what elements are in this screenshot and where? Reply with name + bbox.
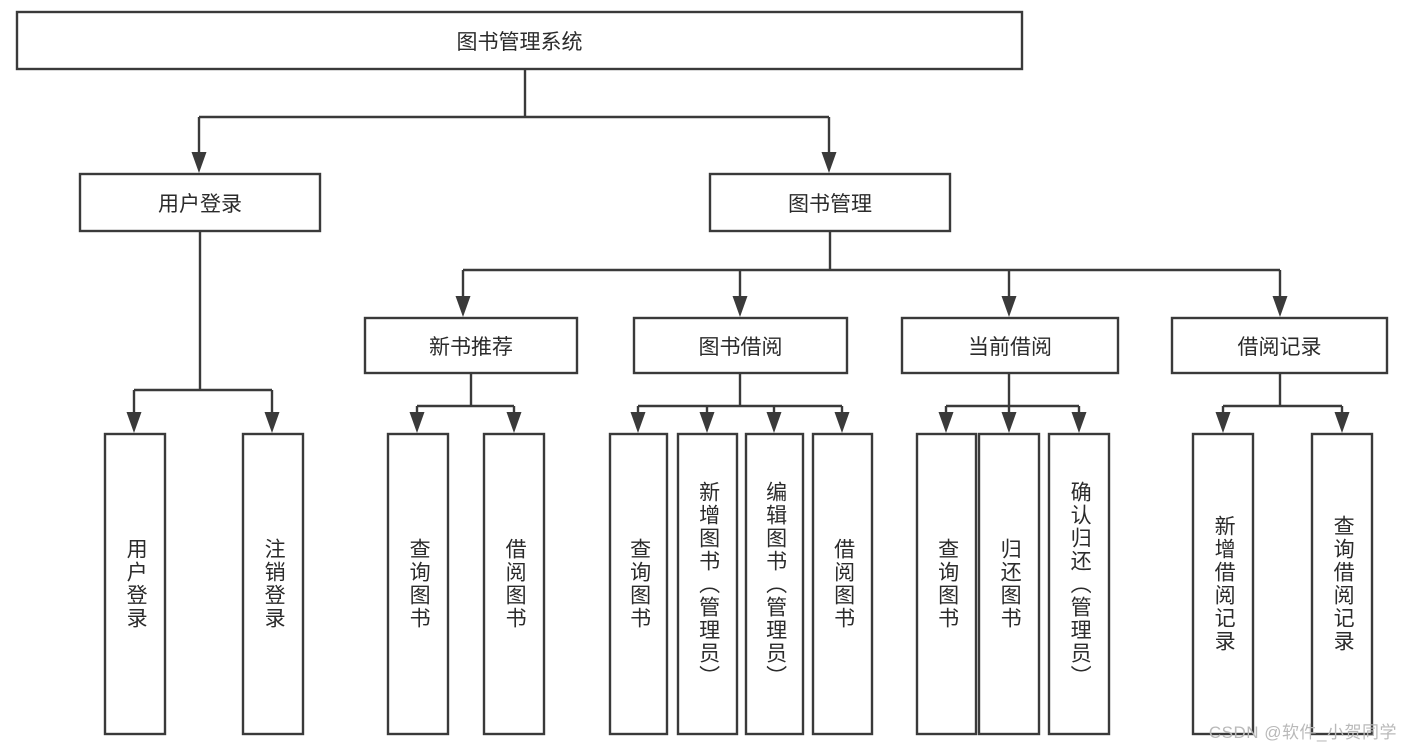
node-leaf-borrow-book[interactable] — [811, 432, 874, 736]
arrow-icon-book_borrow_to_leaves-1 — [699, 412, 715, 433]
node-user-login[interactable] — [78, 172, 322, 233]
node-leaf-logout-login[interactable] — [241, 432, 305, 736]
arrow-icon-borrow_record_to_leaves-1 — [1334, 412, 1350, 433]
arrow-icon-book_management_to_level3-0 — [455, 296, 471, 317]
node-borrow-record[interactable] — [1170, 316, 1389, 375]
node-leaf-edit-book[interactable] — [744, 432, 805, 736]
connectors-layer — [126, 69, 1350, 433]
arrow-icon-user_login_to_leaves-0 — [126, 412, 142, 433]
node-leaf-add-book[interactable] — [676, 432, 739, 736]
node-root[interactable] — [15, 10, 1024, 71]
arrow-icon-new_book_recommend_to_leaves-1 — [506, 412, 522, 433]
node-book-borrow[interactable] — [632, 316, 849, 375]
arrow-icon-user_login_to_leaves-1 — [264, 412, 280, 433]
arrow-icon-book_management_to_level3-1 — [732, 296, 748, 317]
node-leaf-query-book-rec[interactable] — [386, 432, 450, 736]
arrow-icon-root_to_level2-1 — [821, 152, 837, 173]
arrow-icon-current_borrow_to_leaves-1 — [1001, 412, 1017, 433]
arrow-icon-book_management_to_level3-3 — [1272, 296, 1288, 317]
arrow-icon-current_borrow_to_leaves-0 — [938, 412, 954, 433]
node-current-borrow[interactable] — [900, 316, 1120, 375]
node-leaf-add-borrow-record[interactable] — [1191, 432, 1255, 736]
node-new-book-recommend[interactable] — [363, 316, 579, 375]
node-leaf-query-book-borrow[interactable] — [608, 432, 669, 736]
arrow-icon-book_management_to_level3-2 — [1001, 296, 1017, 317]
arrow-icon-book_borrow_to_leaves-0 — [630, 412, 646, 433]
node-leaf-query-book-current[interactable] — [915, 432, 978, 736]
arrow-icon-borrow_record_to_leaves-0 — [1215, 412, 1231, 433]
node-leaf-confirm-return[interactable] — [1047, 432, 1111, 736]
arrow-icon-book_borrow_to_leaves-3 — [834, 412, 850, 433]
node-leaf-query-borrow-record[interactable] — [1310, 432, 1374, 736]
node-boxes-layer — [15, 10, 1389, 736]
arrow-icon-new_book_recommend_to_leaves-0 — [409, 412, 425, 433]
arrow-icon-current_borrow_to_leaves-2 — [1071, 412, 1087, 433]
node-book-management[interactable] — [708, 172, 952, 233]
arrow-icon-book_borrow_to_leaves-2 — [766, 412, 782, 433]
node-leaf-borrow-book-rec[interactable] — [482, 432, 546, 736]
node-leaf-user-login[interactable] — [103, 432, 167, 736]
arrow-icon-root_to_level2-0 — [191, 152, 207, 173]
node-leaf-return-book[interactable] — [977, 432, 1041, 736]
csdn-watermark: CSDN @软件_小贺同学 — [1208, 723, 1397, 742]
